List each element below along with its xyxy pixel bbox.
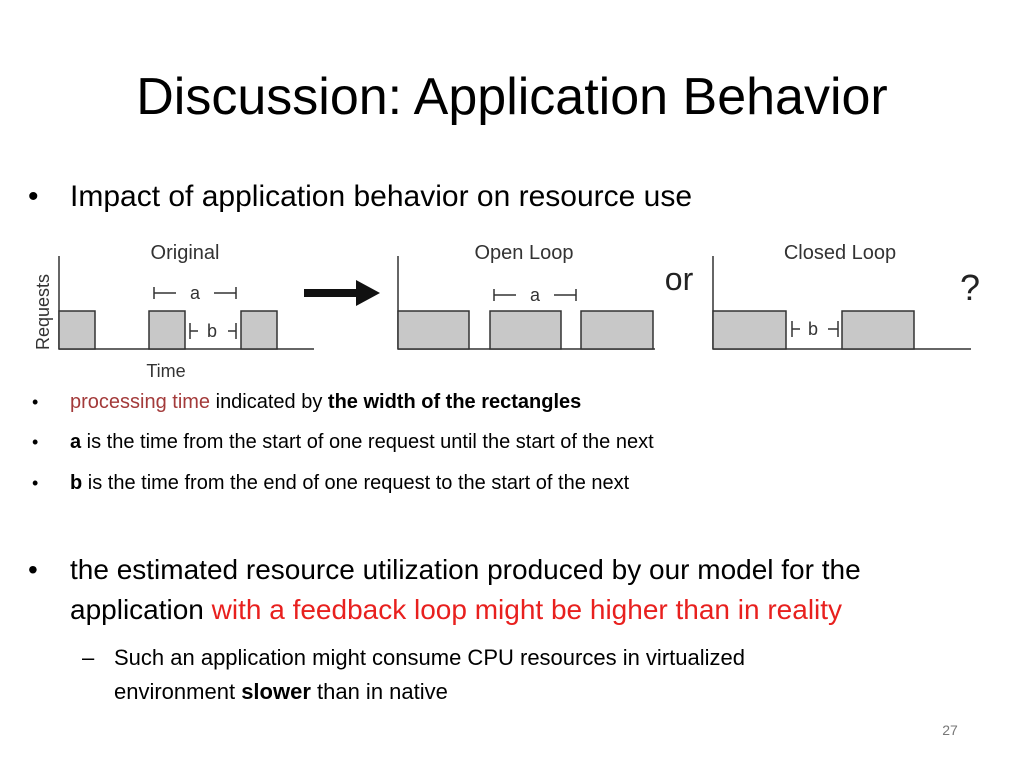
request-box [148,310,186,350]
b-label: b [207,321,217,341]
bullet-dot: • [32,432,39,452]
a-label: a [530,285,541,305]
request-box [712,310,787,350]
a-label: a [190,283,201,303]
request-box [841,310,915,350]
b-label: b [808,319,818,339]
utilization-highlight: with a feedback loop might be higher tha… [211,594,843,625]
bullet-impact-text: Impact of application behavior on resour… [70,180,693,213]
a-definition-text: is the time from the start of one reques… [81,431,654,453]
slide-title: Discussion: Application Behavior [136,68,888,126]
a-interval-marker [493,289,577,301]
question-mark: ? [960,267,980,308]
a-interval-marker [153,287,237,299]
sub-line-1: Such an application might consume CPU re… [114,645,745,670]
sub-bullet-dash: – [82,645,95,670]
b-definition-text: is the time from the end of one request … [82,472,630,494]
bullet-dot: • [28,554,38,585]
x-axis-label: Time [146,361,185,381]
b-interval-marker [791,321,839,337]
utilization-line-2-pre: application [70,594,212,625]
sub-line-2-post: than in native [310,679,448,704]
request-timing-figure: Requests Original a b Time Open Loop a o… [33,242,980,381]
request-box [58,310,96,350]
panel-title-closed-loop: Closed Loop [784,242,896,264]
sub-line-2-pre: environment [114,679,242,704]
request-box [580,310,654,350]
processing-time-mid: indicated by [210,391,328,413]
utilization-line-1: the estimated resource utilization produ… [70,554,861,585]
bullet-dot: • [32,473,39,493]
request-box [240,310,278,350]
request-box [489,310,562,350]
sub-line-2: environment slower than in native [114,675,914,709]
utilization-line-2: application with a feedback loop might b… [70,590,842,630]
y-axis-label: Requests [33,274,53,350]
panel-title-open-loop: Open Loop [475,242,574,264]
page-number: 27 [942,722,958,738]
panel-title-original: Original [151,242,220,264]
bullet-dot: • [32,392,39,412]
bullet-dot: • [28,180,39,213]
or-text: or [665,261,694,297]
arrow-icon [304,280,380,306]
a-term: a [70,431,82,453]
processing-time-term: processing time [70,391,211,413]
request-box [397,310,470,350]
processing-time-bold: the width of the rectangles [327,391,582,413]
sub-line-2-bold: slower [241,679,311,704]
b-interval-marker [189,323,237,339]
b-term: b [70,472,83,494]
